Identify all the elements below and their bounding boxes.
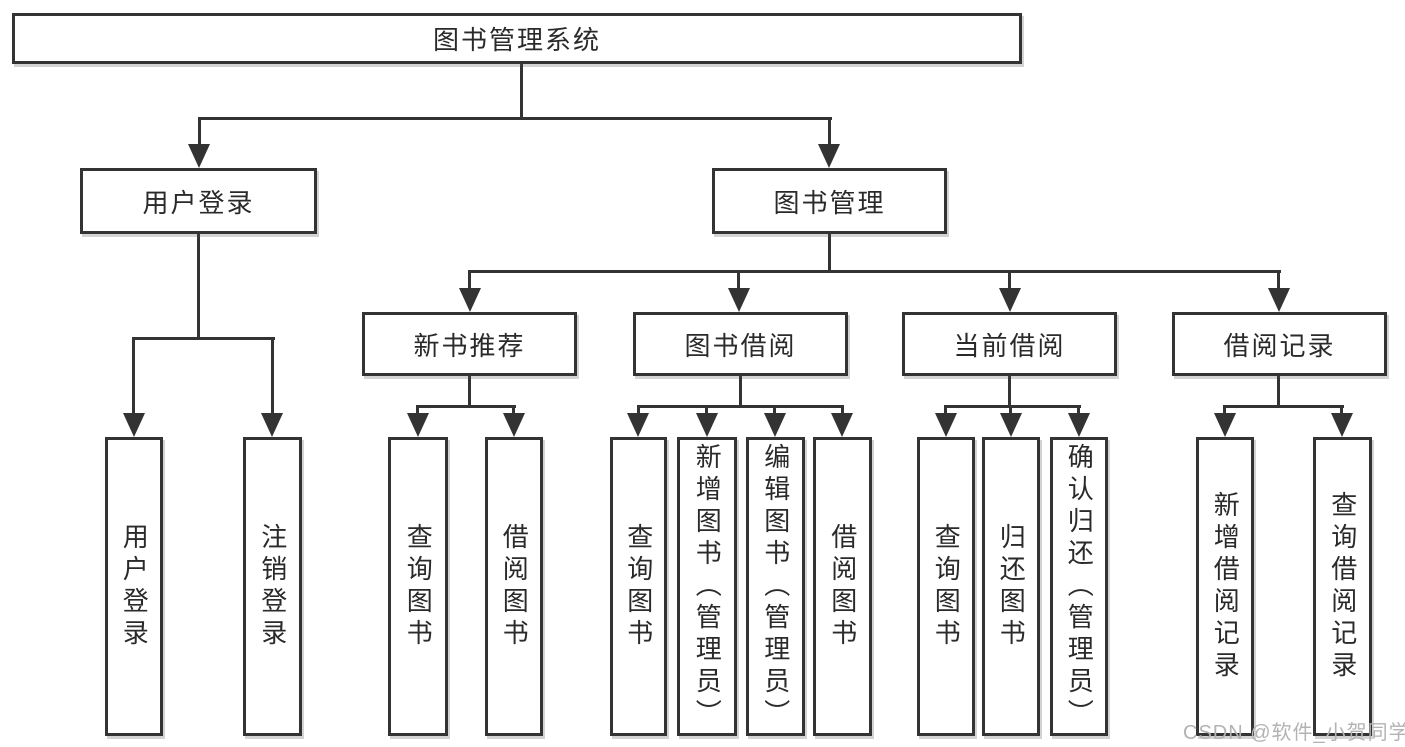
node-borrow-records: 借阅记录: [1172, 312, 1387, 376]
arrowhead-icon: [999, 288, 1021, 312]
leaf-query-books-borrow-label: 查询图书: [623, 522, 654, 651]
leaf-confirm-return-admin-label: 确认归还（管理员）: [1064, 442, 1095, 731]
leaf-query-borrow-record: 查询借阅记录: [1313, 437, 1372, 736]
arrowhead-icon: [1000, 413, 1022, 437]
connector: [1008, 270, 1011, 292]
connector: [197, 233, 200, 340]
connector: [1340, 405, 1343, 417]
connector: [416, 405, 419, 417]
leaf-borrow-books-recommend-label: 借阅图书: [499, 522, 530, 651]
node-user-login-label: 用户登录: [142, 187, 255, 218]
connector: [468, 375, 471, 408]
node-new-book-recommend-label: 新书推荐: [413, 330, 526, 361]
node-current-borrowing: 当前借阅: [902, 312, 1117, 376]
node-root-label: 图书管理系统: [432, 25, 601, 55]
leaf-borrow-books-recommend: 借阅图书: [485, 437, 543, 736]
leaf-query-books-current: 查询图书: [917, 437, 975, 736]
arrowhead-icon: [1268, 288, 1290, 312]
connector: [1223, 405, 1344, 408]
node-book-borrowing-label: 图书借阅: [684, 330, 797, 361]
leaf-query-borrow-record-label: 查询借阅记录: [1327, 490, 1358, 683]
leaf-confirm-return-admin: 确认归还（管理员）: [1050, 437, 1108, 736]
leaf-query-books-recommend-label: 查询图书: [403, 522, 434, 651]
arrowhead-icon: [818, 144, 840, 168]
node-book-borrowing: 图书借阅: [633, 312, 848, 376]
leaf-return-book-label: 归还图书: [996, 522, 1027, 651]
leaf-query-books-recommend: 查询图书: [388, 437, 448, 736]
arrowhead-icon: [1214, 413, 1236, 437]
leaf-return-book: 归还图书: [982, 437, 1040, 736]
arrowhead-icon: [831, 413, 853, 437]
connector: [705, 405, 708, 417]
connector: [468, 270, 471, 292]
arrowhead-icon: [1331, 413, 1353, 437]
leaf-add-borrow-record: 新增借阅记录: [1196, 437, 1254, 736]
connector: [739, 375, 742, 408]
leaf-add-book-admin-label: 新增图书（管理员）: [692, 442, 723, 731]
leaf-query-books-current-label: 查询图书: [931, 522, 962, 651]
connector: [1077, 405, 1080, 417]
connector: [737, 270, 740, 292]
leaf-query-books-borrow: 查询图书: [610, 437, 667, 736]
arrowhead-icon: [503, 413, 525, 437]
connector: [132, 337, 135, 416]
leaf-add-borrow-record-label: 新增借阅记录: [1210, 490, 1241, 683]
connector: [637, 405, 844, 408]
connector: [841, 405, 844, 417]
connector: [944, 405, 1081, 408]
connector: [1277, 270, 1280, 292]
arrowhead-icon: [728, 288, 750, 312]
connector: [198, 117, 832, 120]
leaf-borrow-books-label: 借阅图书: [827, 522, 858, 651]
arrowhead-icon: [407, 413, 429, 437]
connector: [637, 405, 640, 417]
node-user-login: 用户登录: [80, 168, 317, 234]
connector: [416, 405, 516, 408]
leaf-user-login: 用户登录: [105, 437, 163, 736]
arrowhead-icon: [188, 144, 210, 168]
leaf-logout: 注销登录: [243, 437, 302, 736]
connector: [1009, 405, 1012, 417]
watermark: CSDN @软件_小贺同学: [1183, 722, 1405, 744]
arrowhead-icon: [935, 413, 957, 437]
leaf-edit-book-admin-label: 编辑图书（管理员）: [760, 442, 791, 731]
connector: [944, 405, 947, 417]
connector: [468, 270, 1281, 273]
connector: [828, 117, 831, 147]
node-book-management-label: 图书管理: [773, 187, 886, 218]
node-current-borrowing-label: 当前借阅: [953, 330, 1066, 361]
leaf-borrow-books: 借阅图书: [813, 437, 872, 736]
connector: [773, 405, 776, 417]
connector: [1277, 375, 1280, 408]
arrowhead-icon: [123, 413, 145, 437]
connector: [271, 337, 274, 416]
connector: [198, 117, 201, 147]
connector: [1008, 375, 1011, 408]
node-borrow-records-label: 借阅记录: [1223, 330, 1336, 361]
leaf-logout-label: 注销登录: [257, 522, 288, 651]
node-new-book-recommend: 新书推荐: [362, 312, 577, 376]
node-root: 图书管理系统: [12, 13, 1022, 64]
connector: [132, 337, 275, 340]
arrowhead-icon: [459, 288, 481, 312]
arrowhead-icon: [1068, 413, 1090, 437]
arrowhead-icon: [696, 413, 718, 437]
connector: [520, 63, 523, 119]
leaf-edit-book-admin: 编辑图书（管理员）: [746, 437, 805, 736]
connector: [512, 405, 515, 417]
arrowhead-icon: [764, 413, 786, 437]
leaf-add-book-admin: 新增图书（管理员）: [677, 437, 737, 736]
node-book-management: 图书管理: [712, 168, 947, 234]
leaf-user-login-label: 用户登录: [119, 522, 150, 651]
connector: [1223, 405, 1226, 417]
arrowhead-icon: [261, 413, 283, 437]
arrowhead-icon: [627, 413, 649, 437]
connector: [828, 233, 831, 272]
